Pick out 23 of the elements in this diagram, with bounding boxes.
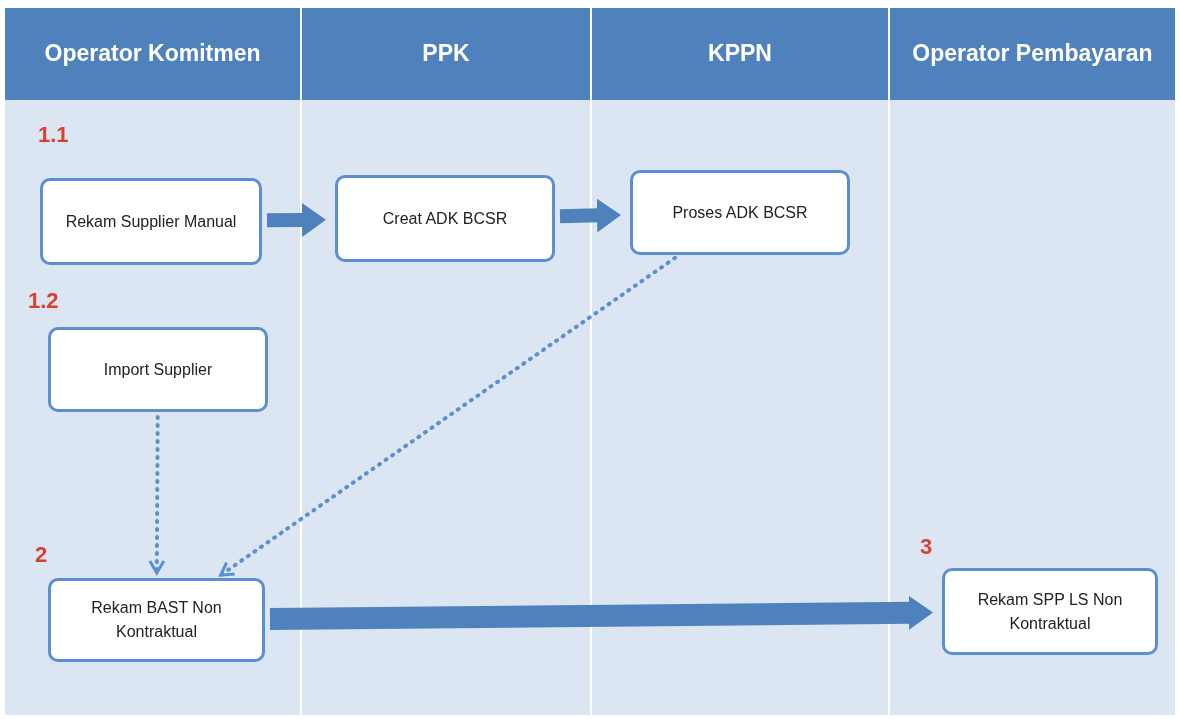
process-box: Proses ADK BCSR	[630, 170, 850, 255]
swimlane	[592, 8, 888, 715]
swimlane	[890, 8, 1175, 715]
process-box: Rekam Supplier Manual	[40, 178, 262, 265]
process-box: Creat ADK BCSR	[335, 175, 555, 262]
swimlane	[5, 8, 300, 715]
arrow	[269, 595, 933, 630]
arrow	[218, 255, 678, 578]
step-number: 1.1	[38, 122, 69, 148]
arrow	[148, 415, 166, 575]
process-box: Rekam SPP LS Non Kontraktual	[942, 568, 1158, 655]
step-number: 3	[920, 534, 933, 560]
lane-header: KPPN	[592, 8, 888, 100]
process-box: Rekam BAST Non Kontraktual	[48, 578, 265, 662]
swimlane	[302, 8, 590, 715]
lane-header: Operator Pembayaran	[890, 8, 1175, 100]
lane-header: Operator Komitmen	[5, 8, 300, 100]
lane-header: PPK	[302, 8, 590, 100]
step-number: 1.2	[28, 288, 59, 314]
process-box: Import Supplier	[48, 327, 268, 412]
step-number: 2	[35, 542, 48, 568]
arrow	[559, 198, 621, 233]
arrow	[266, 202, 326, 237]
